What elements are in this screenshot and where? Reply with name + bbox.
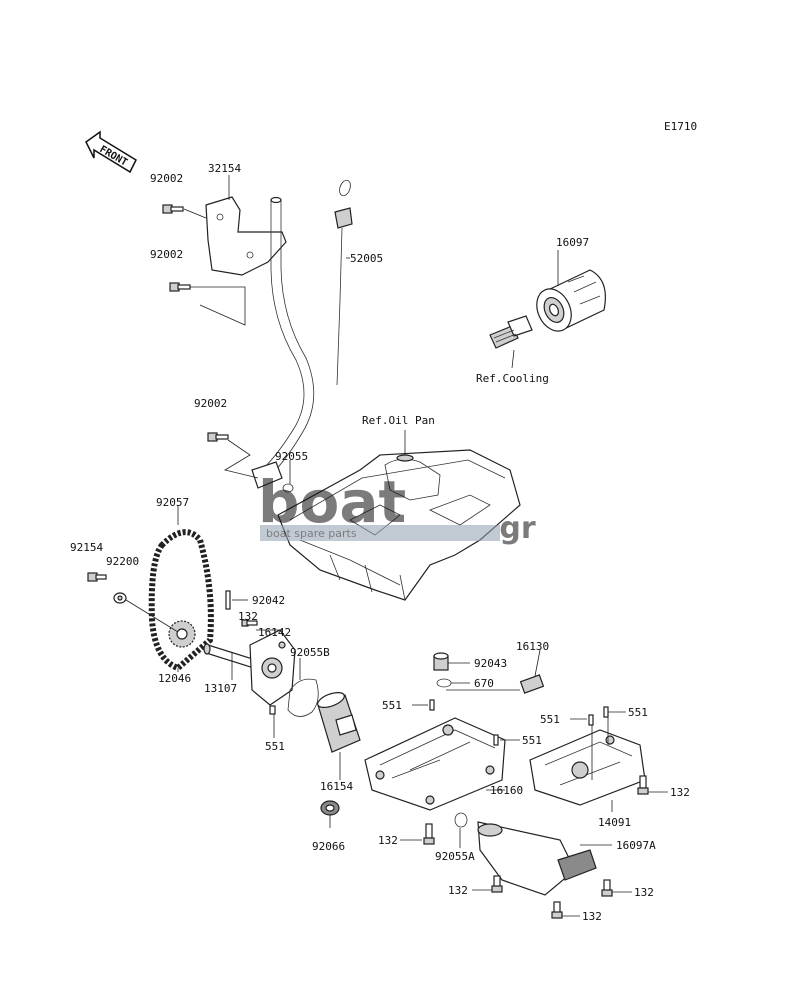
pin-92043 [433, 652, 449, 671]
bolt-132-b [423, 823, 435, 845]
bolt-132-d [491, 875, 503, 893]
o-ring-92055A [454, 812, 468, 828]
ref-oil-pan: Ref.Oil Pan [362, 414, 435, 427]
dipstick-52005 [334, 179, 353, 386]
strainer-16097A [477, 821, 597, 896]
dowel-551-d [588, 714, 594, 726]
oil-filter-16097 [536, 269, 606, 332]
callout-16142: 16142 [258, 626, 291, 639]
bracket-hole [216, 213, 224, 221]
callout-92043: 92043 [474, 657, 507, 670]
dowel-551-a [269, 705, 276, 715]
bracket-32154 [205, 196, 287, 276]
callout-92002: 92002 [194, 397, 227, 410]
pump-cover-16160 [364, 717, 506, 811]
callout-92002: 92002 [150, 248, 183, 261]
tube-top [270, 196, 282, 204]
leader-lines [177, 175, 668, 917]
callout-13107: 13107 [204, 682, 237, 695]
callout-12046: 12046 [158, 672, 191, 685]
washer-92200 [113, 592, 127, 604]
callout-52005: 52005 [350, 252, 383, 265]
callout-92154: 92154 [70, 541, 103, 554]
bolt-132-f [551, 901, 563, 919]
callout-132: 132 [448, 884, 468, 897]
callout-551: 551 [522, 734, 542, 747]
tube-outline-left [261, 200, 305, 471]
callout-16130: 16130 [516, 640, 549, 653]
callout-551: 551 [382, 699, 402, 712]
pin-92042 [225, 590, 231, 610]
o-ring-92055 [282, 483, 294, 493]
callout-14091: 14091 [598, 816, 631, 829]
callout-92057: 92057 [156, 496, 189, 509]
dowel-551-b [429, 699, 435, 711]
valve-16130 [519, 649, 545, 694]
oil-filler-tube [205, 196, 315, 489]
bolt-132-a [241, 619, 258, 627]
callout-32154: 32154 [208, 162, 241, 175]
filter-fitting [489, 315, 533, 349]
front-arrow-icon: FRONT [85, 130, 137, 174]
callout-551: 551 [265, 740, 285, 753]
leader [183, 208, 207, 219]
sprocket-12046 [168, 620, 196, 648]
callout-132: 132 [238, 610, 258, 623]
dowel-551-c [493, 734, 499, 746]
callout-92055: 92055 [275, 450, 308, 463]
callout-92055A: 92055A [435, 850, 475, 863]
watermark-bar [260, 525, 500, 541]
callout-92055B: 92055B [290, 646, 330, 659]
bolt-92002-a [162, 204, 184, 214]
watermark-brand: boat [258, 468, 406, 536]
bolt-132-e [601, 879, 613, 897]
dowel-551-e [603, 706, 609, 718]
leader [125, 599, 179, 633]
watermark: boat .gr boat spare parts [258, 468, 536, 546]
rotor-housing-16154 [317, 692, 361, 753]
leader [223, 439, 259, 479]
watermark-tagline: boat spare parts [266, 527, 357, 540]
callout-551: 551 [628, 706, 648, 719]
callout-labels: 32154 92002 92002 52005 16097 Ref.Coolin… [70, 162, 690, 923]
leader [190, 286, 246, 326]
o-ring-670 [436, 678, 452, 688]
bolt-92002-c [207, 432, 229, 442]
callout-16097A: 16097A [616, 839, 656, 852]
callout-92066: 92066 [312, 840, 345, 853]
tube-flange [251, 461, 283, 489]
callout-92042: 92042 [252, 594, 285, 607]
bolt-132-c [637, 775, 649, 795]
cover-14091 [529, 729, 646, 806]
oil-pump-body-16142 [249, 629, 296, 706]
diagram-code: E1710 [664, 120, 697, 133]
callout-92002: 92002 [150, 172, 183, 185]
bolt-92002-b [169, 282, 191, 292]
callout-132: 132 [670, 786, 690, 799]
callout-132: 132 [378, 834, 398, 847]
callout-670: 670 [474, 677, 494, 690]
drive-chain-92057 [148, 529, 214, 672]
callout-92200: 92200 [106, 555, 139, 568]
bracket-hole [246, 251, 254, 259]
seal-92066 [320, 800, 340, 816]
callout-551: 551 [540, 713, 560, 726]
callout-132: 132 [582, 910, 602, 923]
tube-outline-right [269, 200, 315, 477]
gasket-92055B [287, 678, 319, 717]
callout-132: 132 [634, 886, 654, 899]
callout-16160: 16160 [490, 784, 523, 797]
callout-16097: 16097 [556, 236, 589, 249]
bolt-92154 [87, 572, 107, 582]
ref-cooling: Ref.Cooling [476, 372, 549, 385]
callout-16154: 16154 [320, 780, 353, 793]
